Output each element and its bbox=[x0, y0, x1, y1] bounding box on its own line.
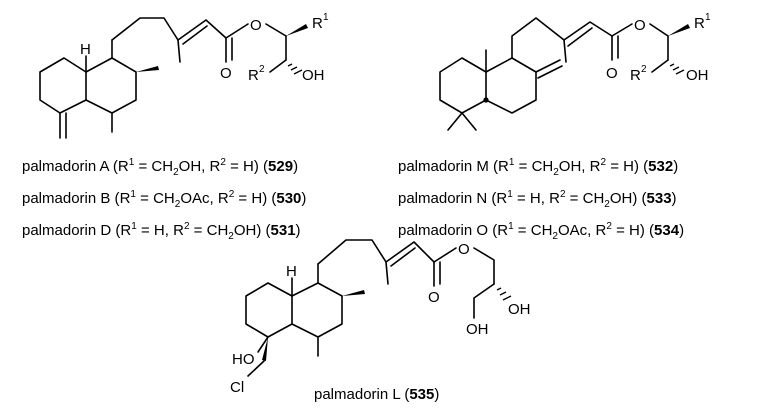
ester-oxygen-label: O bbox=[250, 17, 262, 34]
ester-oxygen-label: O bbox=[458, 241, 470, 258]
hydrogen-label: H bbox=[80, 41, 91, 58]
caption-block-left: palmadorin A (R1 = CH2OH, R2 = H) (529) … bbox=[22, 152, 306, 248]
carbonyl-oxygen-label: O bbox=[220, 65, 232, 82]
caption-530: palmadorin B (R1 = CH2OAc, R2 = H) (530) bbox=[22, 189, 307, 210]
carbonyl-oxygen-label: O bbox=[606, 65, 618, 82]
structure-right: O O R 1 R 2 OH bbox=[439, 12, 711, 131]
r2-label: R bbox=[248, 67, 259, 84]
r2-superscript: 2 bbox=[259, 64, 265, 75]
hydroxyl-label: OH bbox=[302, 67, 325, 84]
r1-label: R bbox=[312, 15, 323, 32]
structure-bottom: H O O OH OH HO Cl bbox=[230, 239, 531, 396]
caption-534: palmadorin O (R1 = CH2OAc, R2 = H) (534) bbox=[398, 221, 685, 242]
r2-superscript: 2 bbox=[641, 64, 647, 75]
hydrogen-label: H bbox=[286, 263, 297, 280]
caption-529: palmadorin A (R1 = CH2OH, R2 = H) (529) bbox=[22, 157, 299, 178]
carbonyl-oxygen-label: O bbox=[428, 289, 440, 306]
caption-531: palmadorin D (R1 = H, R2 = CH2OH) (531) bbox=[22, 221, 301, 242]
structure-left: H O O R 1 R 2 OH bbox=[39, 12, 329, 139]
r1-superscript: 1 bbox=[705, 12, 711, 23]
tertiary-hydroxyl-label: HO bbox=[232, 351, 255, 368]
r1-superscript: 1 bbox=[323, 12, 329, 23]
secondary-hydroxyl-label: OH bbox=[508, 301, 531, 318]
caption-535: palmadorin L (535) bbox=[314, 386, 440, 403]
r1-label: R bbox=[694, 15, 705, 32]
r2-label: R bbox=[630, 67, 641, 84]
caption-532: palmadorin M (R1 = CH2OH, R2 = H) (532) bbox=[398, 157, 679, 178]
caption-533: palmadorin N (R1 = H, R2 = CH2OH) (533) bbox=[398, 189, 677, 210]
hydroxyl-label: OH bbox=[686, 67, 709, 84]
chlorine-label: Cl bbox=[230, 379, 244, 396]
ester-oxygen-label: O bbox=[634, 17, 646, 34]
caption-block-right: palmadorin M (R1 = CH2OH, R2 = H) (532) … bbox=[398, 152, 684, 248]
primary-hydroxyl-label: OH bbox=[466, 321, 489, 338]
